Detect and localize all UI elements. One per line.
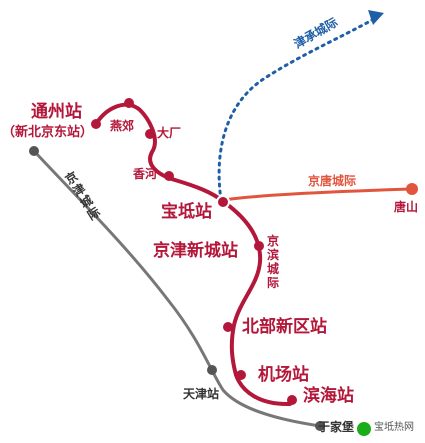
jingtang-route-label: 京唐城际 [308,174,357,188]
tongzhou-label: 通州站 [31,102,82,122]
wechat-icon [357,422,371,436]
jingjin-gray-line [32,149,321,428]
jichang-label: 机场站 [258,365,309,385]
binhai-dot [287,395,297,405]
watermark: 宝坻热网 [374,422,414,433]
jingtang-line [222,187,411,202]
xianghe-label: 香河 [133,167,158,181]
jincheng-line [217,18,374,202]
yanjiao-dot [124,98,134,108]
baodi-label: 宝坻站 [161,202,212,222]
dachang-dot [145,129,155,139]
jingbin-route-label: 京滨城际 [266,234,279,290]
jingjin-xincheng-label: 京津新城站 [153,241,238,261]
tangshan-dot [406,183,418,195]
dachang-label: 大厂 [157,126,182,140]
jichang-dot [236,370,246,380]
tianjin-dot [207,365,217,375]
tongzhou-sub-label: （新北京东站） [2,125,94,140]
yanjiao-label: 燕郊 [110,119,135,133]
binhai-label: 滨海站 [303,386,354,406]
gray-start-dot [29,146,39,156]
baodi-dot [216,195,230,209]
tongzhou-dot [91,119,101,129]
tianjin-label: 天津站 [183,387,220,401]
jingjin-xincheng-dot [254,241,264,251]
yujiapu-dot [315,421,325,431]
beibu-xinqu-label: 北部新区站 [242,317,327,337]
jincheng-arrow-icon [368,10,384,25]
yujiapu-label: 于家堡 [318,420,355,434]
xianghe-dot [164,171,174,181]
tangshan-label: 唐山 [394,200,419,214]
beibu-xinqu-dot [223,322,233,332]
